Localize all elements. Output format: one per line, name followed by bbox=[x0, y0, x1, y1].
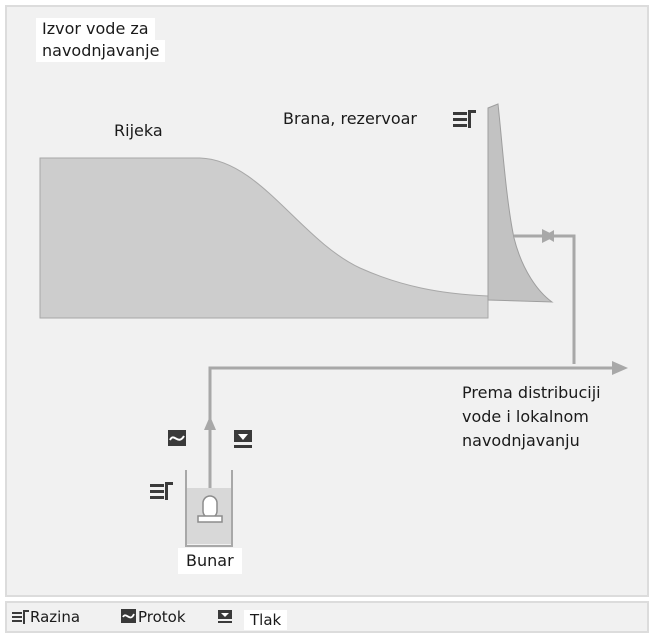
well-label: Bunar bbox=[178, 548, 242, 574]
well-pressure-sensor-icon bbox=[234, 430, 252, 448]
well-flow-sensor-icon bbox=[168, 430, 186, 446]
dam-label: Brana, rezervoar bbox=[283, 109, 418, 128]
distribution-label-line1: Prema distribuciji bbox=[462, 383, 601, 402]
well-up-arrowhead bbox=[204, 416, 216, 430]
legend-level-label: Razina bbox=[30, 608, 81, 626]
dam-outflow-pipe bbox=[514, 234, 576, 364]
legend-pressure-label: Tlak bbox=[244, 610, 288, 630]
distribution-arrowhead bbox=[612, 361, 628, 375]
dam-outflow-arrowhead bbox=[542, 229, 556, 243]
dam-shape bbox=[487, 103, 554, 303]
distribution-label-line3: navodnjavanju bbox=[462, 431, 580, 450]
river-shape bbox=[39, 157, 489, 319]
river-label: Rijeka bbox=[114, 121, 163, 140]
legend-pressure-icon bbox=[218, 610, 232, 623]
well-wall bbox=[185, 470, 233, 547]
pump-icon bbox=[202, 495, 218, 519]
diagram-title-line1: Izvor vode za bbox=[36, 18, 155, 40]
well-pipe bbox=[208, 366, 620, 498]
legend-bar bbox=[5, 601, 649, 633]
dam-level-sensor-icon bbox=[453, 110, 476, 128]
diagram-title-line2: navodnjavanje bbox=[36, 40, 166, 62]
well-level-sensor-icon bbox=[150, 482, 173, 500]
legend-flow-icon bbox=[121, 609, 136, 623]
legend-flow-label: Protok bbox=[138, 608, 186, 626]
legend-level-icon bbox=[12, 610, 29, 624]
distribution-label-line2: vode i lokalnom bbox=[462, 407, 589, 426]
pump-base bbox=[197, 515, 223, 523]
